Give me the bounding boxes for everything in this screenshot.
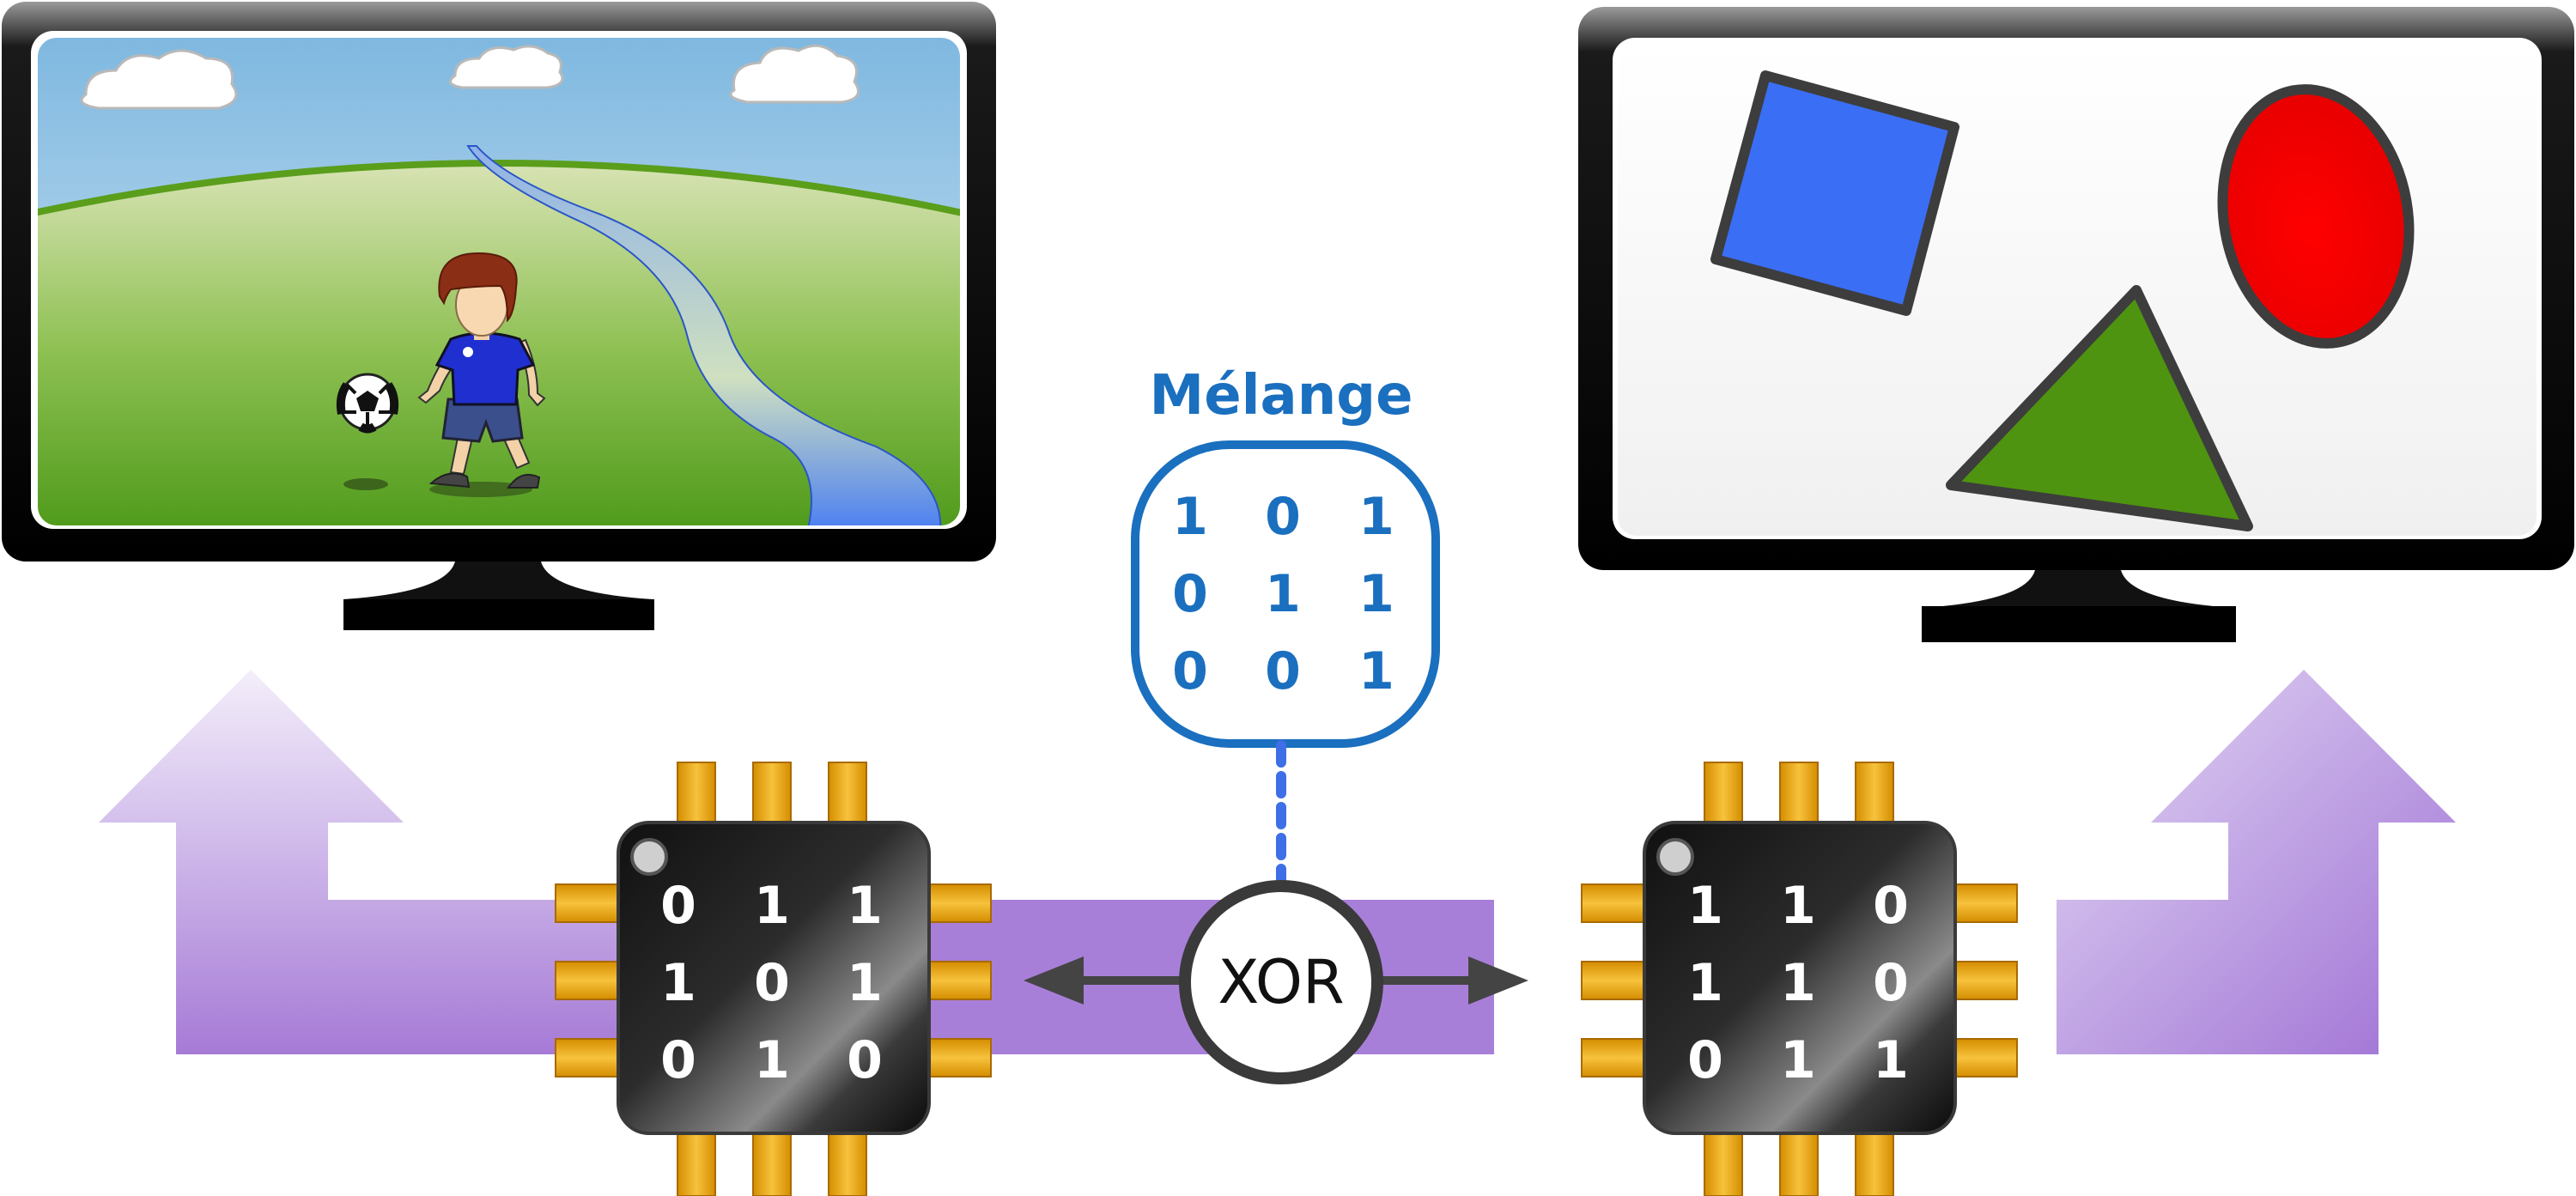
left-monitor-base [343,599,654,630]
mix-key-cell: 0 [1265,641,1301,701]
left-chip-cell: 1 [754,876,790,936]
river [466,145,942,525]
chip-notch-icon [630,838,668,876]
right-chip-cell: 1 [1780,876,1816,936]
mix-key-cell: 1 [1358,641,1394,701]
xor-label: XOR [1218,947,1344,1017]
football-scene [38,38,960,525]
left-chip-cell: 1 [847,876,883,936]
left-chip-cell: 1 [660,953,696,1013]
right-chip-cell: 0 [1873,876,1909,936]
cloud-icon [80,49,238,110]
mix-key-cell: 1 [1265,564,1301,624]
cloud-icon [729,44,860,104]
left-chip-cell: 0 [660,876,696,936]
mix-key-cell: 0 [1172,564,1208,624]
mix-key-cell: 1 [1358,564,1394,624]
right-chip-body [1643,821,1957,1135]
green-triangle-shape [1946,285,2253,531]
right-chip-matrix: 1 1 0 1 1 0 0 1 1 [1687,876,1909,1090]
left-chip-cell: 0 [754,953,790,1013]
right-chip-cell: 1 [1687,876,1723,936]
left-chip-cell: 0 [660,1030,696,1090]
left-monitor-stand [343,562,653,605]
right-monitor-stand [1922,570,2234,613]
red-ellipse-shape [2217,84,2415,349]
mix-key-cell: 1 [1358,487,1394,547]
left-chip-matrix: 0 1 1 1 0 1 0 1 0 [660,876,883,1090]
player-figure [417,252,546,497]
left-chip-cell: 1 [847,953,883,1013]
arrow-right-icon [1468,956,1528,1005]
right-chip-cell: 1 [1873,1030,1909,1090]
arrow-left-icon [1024,956,1084,1005]
right-chip-cell: 1 [1780,953,1816,1013]
right-chip-cell: 1 [1780,1030,1816,1090]
mix-key-title: Mélange [1150,364,1413,428]
right-monitor [1578,7,2574,642]
left-chip: 0 1 1 1 0 1 0 1 0 [555,762,992,1196]
left-chip-cell: 0 [847,1030,883,1090]
xor-circle [1179,880,1383,1084]
right-monitor-base [1922,606,2236,642]
right-chip: 1 1 0 1 1 0 0 1 1 [1581,762,2018,1196]
blue-square-shape [1710,70,1959,316]
right-chip-cell: 0 [1687,1030,1723,1090]
mix-key-cell: 1 [1172,487,1208,547]
mix-key-panel: Mélange 1 0 1 0 1 1 0 0 1 [1131,364,1440,748]
xor-node: XOR [1024,880,1528,1084]
right-chip-cell: 1 [1687,953,1723,1013]
left-monitor [2,2,996,630]
right-flow-arrow-body [2057,670,2456,1054]
mix-key-cell: 0 [1265,487,1301,547]
chip-notch-icon [1656,838,1694,876]
left-chip-cell: 1 [754,1030,790,1090]
player-hair [438,252,518,323]
mix-key-matrix: 1 0 1 0 1 1 0 0 1 [1172,487,1394,701]
mix-key-cell: 0 [1172,641,1208,701]
right-chip-cell: 0 [1873,953,1909,1013]
soccer-ball-icon [336,373,399,434]
cloud-icon [449,45,564,89]
left-flow-arrow-body [99,670,635,1054]
left-chip-body [617,821,931,1135]
